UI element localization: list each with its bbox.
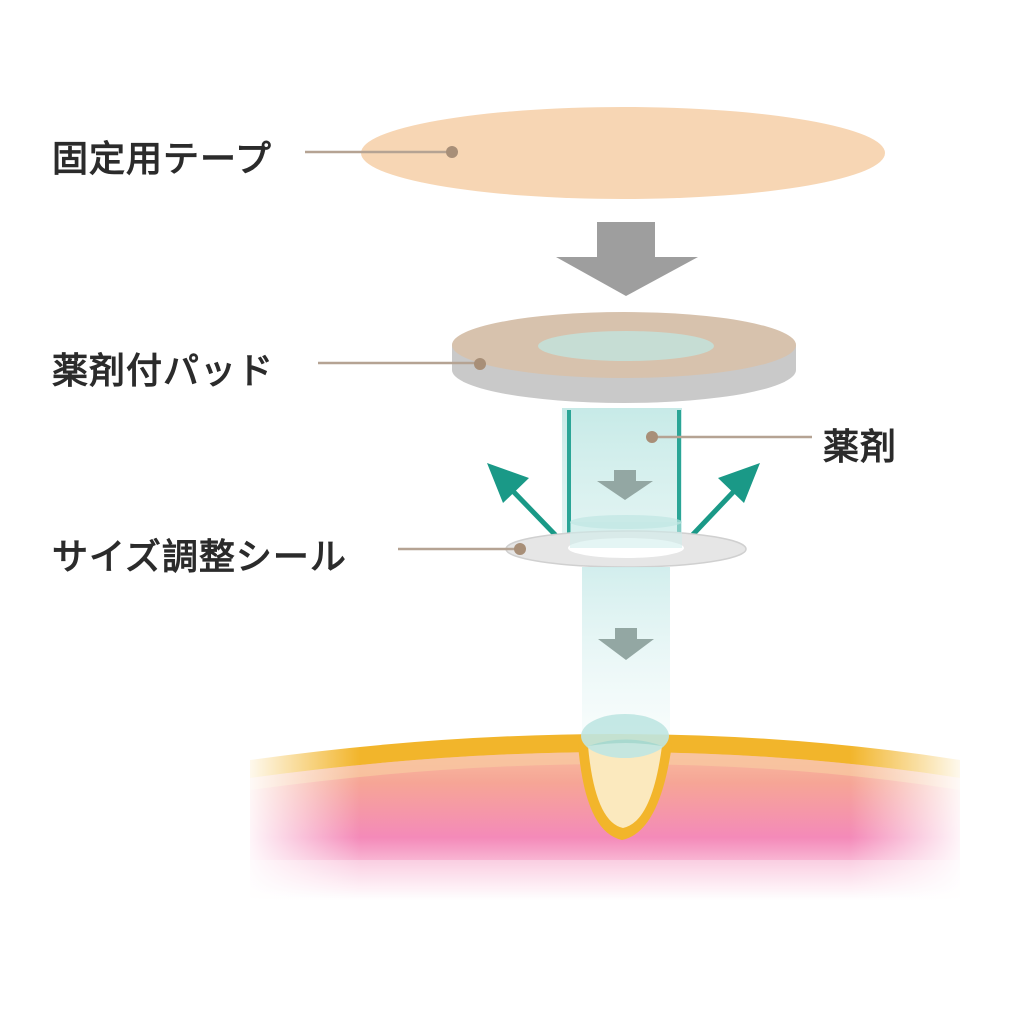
tape-leader-dot <box>446 146 458 158</box>
drug-leader-dot <box>646 431 658 443</box>
seal-leader-dot <box>514 543 526 555</box>
lower-arrow-icon <box>598 628 654 660</box>
skin-lesion <box>578 714 672 840</box>
down-arrow-icon <box>556 222 698 296</box>
fixing-tape <box>361 107 885 199</box>
label-drug: 薬剤 <box>823 427 898 468</box>
label-medicated-pad: 薬剤付パッド <box>52 351 275 392</box>
medicated-pad <box>452 312 796 403</box>
spread-arrow-left-icon <box>487 463 568 548</box>
column-arrow-icon <box>597 470 653 500</box>
pad-leader-dot <box>474 358 486 370</box>
size-adjustment-seal <box>505 515 747 568</box>
label-fixing-tape: 固定用テープ <box>52 139 272 180</box>
label-size-seal: サイズ調整シール <box>52 537 347 578</box>
